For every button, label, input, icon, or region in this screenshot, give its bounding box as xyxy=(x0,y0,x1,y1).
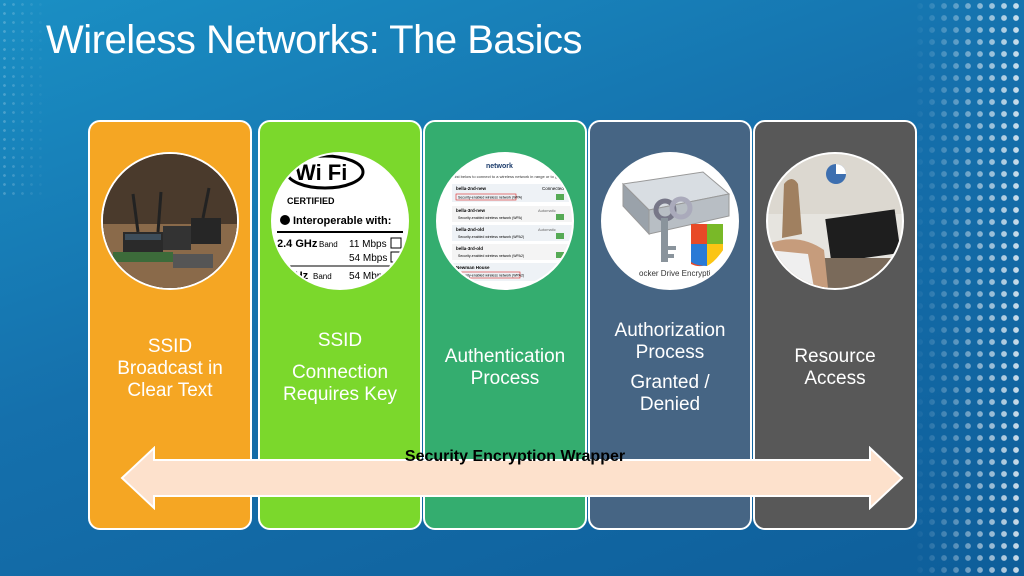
panel-ssid-connection-line2: Connection xyxy=(291,362,389,383)
office-laptop-icon xyxy=(766,152,904,290)
netlist-item-name: bella-2nd-old xyxy=(456,227,484,232)
panel-resource-access-line2: Access xyxy=(804,368,866,389)
netlist-item-detail: Security-enabled wireless network (WPA) xyxy=(458,216,522,220)
netlist-item-name: bella-2nd-new xyxy=(456,186,487,191)
panel-ssid-connection-line3: Requires Key xyxy=(282,384,398,405)
panel-authorization-line3: Granted / xyxy=(630,372,710,393)
netlist-item-name: Newman House xyxy=(456,265,490,270)
band-label-1: Band xyxy=(319,240,338,249)
router-hardware-icon xyxy=(101,152,239,290)
netlist-item-status: Connected xyxy=(542,186,564,191)
netlist-item-status: Automatic xyxy=(538,227,556,232)
wifi-certified-badge-icon: Wi Fi CERTIFIED Interoperable with: 2.4 … xyxy=(271,152,409,290)
slide-title: Wireless Networks: The Basics xyxy=(46,18,583,62)
interop-text: Interoperable with: xyxy=(293,215,391,227)
netlist-item-detail: Security-enabled wireless network (WPA2) xyxy=(458,254,524,258)
netlist-item-name: bella-3rd-old xyxy=(456,246,483,251)
band-24-text: 2.4 GHz xyxy=(277,238,318,250)
security-wrapper-arrow xyxy=(120,446,904,510)
network-list-icon: network the list below to connect to a w… xyxy=(436,152,574,290)
drive-encryption-icon: ocker Drive Encrypti xyxy=(601,152,739,290)
netlist-item-status: Automatic xyxy=(538,208,556,213)
netlist-header: network xyxy=(486,163,513,170)
panel-authentication-line1: Authentication xyxy=(444,346,566,367)
panel-ssid-broadcast-line2: Broadcast in xyxy=(117,358,223,379)
panel-ssid-broadcast-line3: Clear Text xyxy=(127,380,213,401)
drive-caption: ocker Drive Encrypti xyxy=(639,269,711,278)
netlist-item-detail: Security-enabled wireless network (WPA2) xyxy=(458,274,524,278)
wifi-logo-text: Wi Fi xyxy=(295,160,347,185)
band-label-2: Band xyxy=(313,272,332,281)
panel-ssid-broadcast: SSID Broadcast in Clear Text xyxy=(88,120,252,530)
netlist-item-detail: Security-enabled wireless network (WPA) xyxy=(458,196,522,200)
panel-ssid-connection-line1: SSID xyxy=(317,330,363,351)
panel-authorization-line1: Authorization xyxy=(614,320,726,341)
band-5-text: 5 GHz xyxy=(277,270,309,282)
panel-authorization-line4: Denied xyxy=(639,394,701,415)
panel-authorization-line2: Process xyxy=(635,342,705,363)
decorative-dots-right xyxy=(914,0,1024,576)
netlist-item-detail: Security-enabled wireless network (WPA2) xyxy=(458,235,524,239)
panel-resource-access-line1: Resource xyxy=(794,346,876,367)
decorative-dots-left xyxy=(0,0,70,200)
panel-authentication-line2: Process xyxy=(470,368,540,389)
panel-authentication: network the list below to connect to a w… xyxy=(423,120,587,530)
rate-11-text: 11 Mbps xyxy=(349,239,387,250)
panel-ssid-broadcast-line1: SSID xyxy=(147,336,193,357)
rate-54a-text: 54 Mbps xyxy=(349,253,387,264)
certified-text: CERTIFIED xyxy=(287,196,335,206)
netlist-item-name: bella-3rd-new xyxy=(456,208,486,213)
rate-54b-text: 54 Mbps xyxy=(349,271,387,282)
security-wrapper-label: Security Encryption Wrapper xyxy=(404,448,626,465)
netlist-subtitle: the list below to connect to a wireless … xyxy=(448,174,557,179)
